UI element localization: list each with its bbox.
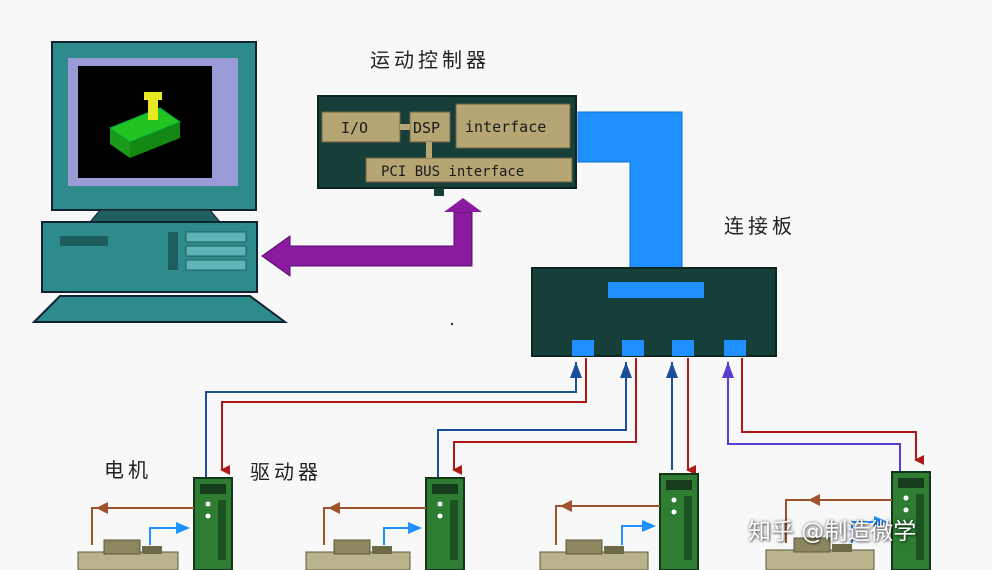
computer <box>31 41 289 323</box>
driver-3 <box>659 473 699 570</box>
driver-1 <box>193 477 233 570</box>
monitor-stand <box>88 209 222 223</box>
feedback-arrowheads <box>570 362 734 378</box>
stray-dot <box>450 322 454 326</box>
signal-lines <box>205 358 924 478</box>
driver-2 <box>425 477 465 570</box>
dsp-link <box>400 124 410 130</box>
breakout-board-label: 连接板 <box>724 214 796 238</box>
driver-label: 驱动器 <box>250 460 322 484</box>
driver-4 <box>891 471 931 570</box>
pci-bus-arrow-head-up <box>444 198 482 212</box>
interface-block <box>455 103 571 149</box>
axis4-command-line <box>741 358 924 465</box>
cad-workpiece-icon <box>108 92 182 158</box>
axis-port-4 <box>724 340 746 356</box>
motors <box>77 494 892 570</box>
pci-edge-connector <box>434 188 444 196</box>
pc-bay-3 <box>185 259 247 271</box>
interface-text: interface <box>465 118 546 136</box>
pc-bay-1 <box>185 231 247 243</box>
pci-bus-arrow <box>261 211 473 277</box>
watermark: 知乎 @制造微学 <box>748 519 917 545</box>
pc-power-bar <box>168 232 178 270</box>
axis-port-1 <box>572 340 594 356</box>
breakout-board <box>531 267 777 357</box>
axis1-command-line <box>220 358 587 475</box>
dsp-block <box>409 111 451 143</box>
axis-port-2 <box>622 340 644 356</box>
io-text: I/O <box>341 119 368 137</box>
pc-drive-slot <box>60 236 108 246</box>
axis4-feedback-line <box>727 362 901 474</box>
keyboard <box>31 295 289 323</box>
motor-4 <box>765 494 892 570</box>
motor-2 <box>305 502 426 570</box>
cable-port <box>608 282 704 298</box>
axis2-command-line <box>452 358 637 475</box>
dsp-text: DSP <box>413 119 440 137</box>
pci-bus-text: PCI BUS interface <box>381 164 524 180</box>
motion-controller-card: I/O DSP interface PCI BUS interface <box>317 95 577 196</box>
motor-label: 电机 <box>104 458 152 482</box>
pc-bay-2 <box>185 245 247 257</box>
driver-units <box>193 471 931 570</box>
axis-port-3 <box>672 340 694 356</box>
axis2-feedback-line <box>437 362 627 478</box>
motor-3 <box>539 500 660 570</box>
dsp-pci-link <box>426 142 432 158</box>
pc-case <box>41 221 258 293</box>
motor-1 <box>77 502 194 570</box>
io-block <box>321 111 401 143</box>
motion-controller-label: 运动控制器 <box>370 48 490 72</box>
pci-bus-block <box>365 157 573 183</box>
